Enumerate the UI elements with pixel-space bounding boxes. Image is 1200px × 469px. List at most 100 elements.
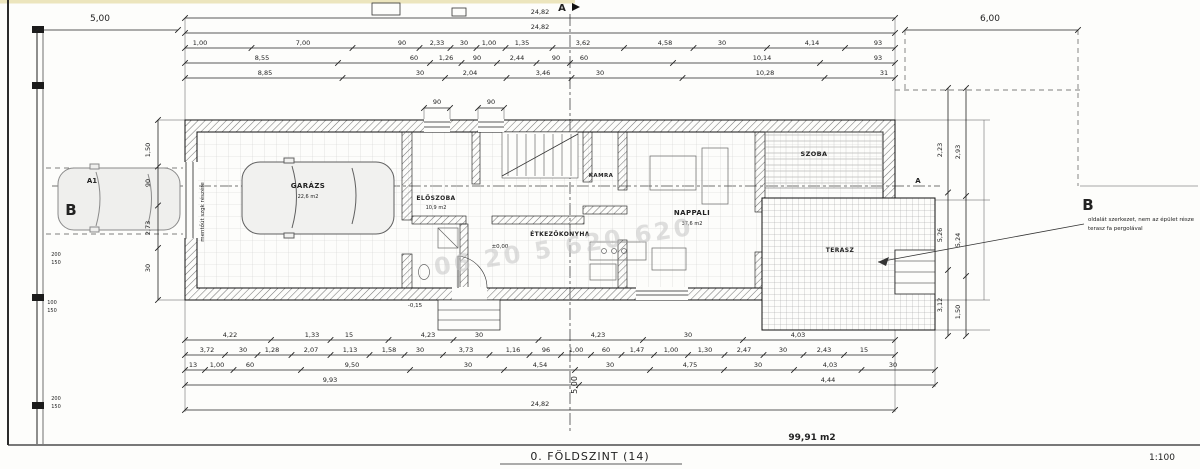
dim-label: 3,12	[936, 298, 944, 312]
dim-tick	[181, 351, 189, 359]
dim-label: 90	[433, 98, 441, 106]
partition-wall	[411, 215, 467, 225]
car-mirror	[283, 157, 295, 164]
dim-label: 30	[596, 69, 604, 77]
dim-tick	[1074, 26, 1082, 34]
car-body	[241, 161, 395, 235]
dim-tick	[502, 44, 509, 52]
dim-label: 30	[460, 39, 468, 47]
dim-tick	[962, 272, 970, 280]
dim-tick	[450, 336, 457, 344]
dim-tick	[154, 163, 162, 170]
room-area-eloszoba: 10,9 m2	[426, 205, 447, 211]
dim-label: 4,23	[591, 331, 605, 339]
dim-label: 8,55	[255, 54, 269, 62]
dim-label: 30	[754, 361, 762, 369]
dim-label: 3,46	[536, 69, 550, 77]
dim-label: 24,82	[531, 400, 550, 408]
car-windshield	[291, 165, 297, 229]
dim-tick	[500, 366, 508, 374]
dim-label: 90	[144, 179, 152, 187]
dim-label: 2,93	[954, 145, 962, 159]
dim-label: 30	[239, 346, 247, 354]
dim-label: 4,22	[223, 331, 237, 339]
dim-label: 1,13	[343, 346, 357, 354]
room-area-nappali: 37,6 m2	[682, 221, 703, 227]
dim-tick	[181, 336, 189, 344]
level-mark-entry: ±0,00	[492, 244, 509, 250]
dim-label: 30	[718, 39, 726, 47]
top-edge-tint	[0, 0, 575, 4]
kitchen-counter	[589, 241, 647, 261]
dim-label: 3,73	[459, 346, 473, 354]
stair-break-line	[501, 133, 579, 177]
dim-label: 30	[889, 361, 897, 369]
car-in-garage	[241, 157, 395, 239]
dim-label: 1,00	[210, 361, 224, 369]
dim-label: 2,73	[144, 221, 152, 235]
dim-label: 4,03	[823, 361, 837, 369]
staircase	[501, 131, 579, 179]
dim-tick	[891, 351, 899, 359]
dim-tick	[327, 351, 334, 359]
room-label-eloszoba: ELŐSZOBA	[416, 195, 455, 202]
dim-tick	[962, 332, 970, 340]
dimensions: 5,00 6,00 24,82 24,82 1,00 7,00 90 2,33 …	[33, 8, 1082, 414]
dim-label: 1,30	[698, 346, 712, 354]
dim-label: 2,43	[817, 346, 831, 354]
dim-chain-bottom-4: 9,93 4,44	[181, 376, 939, 389]
hob-burner	[611, 248, 617, 254]
dim-label: 1,16	[506, 346, 520, 354]
dim-tick	[891, 406, 899, 414]
dim-label: 1,00	[569, 346, 583, 354]
dim-tick	[575, 381, 583, 389]
legend-boxes	[371, 2, 467, 17]
dim-tick	[297, 366, 305, 374]
dim-tick	[549, 44, 556, 52]
dim-label: 1,00	[193, 39, 207, 47]
dim-tick	[684, 351, 692, 359]
toilet	[418, 264, 430, 280]
window-opening	[424, 119, 450, 132]
dim-label: 13	[189, 361, 197, 369]
car-mirror	[89, 226, 100, 233]
dim-label: 2,44	[510, 54, 524, 62]
dim-label: 4,03	[791, 331, 805, 339]
garage-side-note: mentőút szgk részére	[199, 182, 206, 242]
dim-tick	[181, 29, 189, 37]
interior-partitions	[401, 131, 766, 289]
partition-wall	[491, 215, 585, 225]
dim-label: 60	[410, 54, 418, 62]
dim-tick	[571, 366, 579, 374]
dim-tick	[944, 332, 952, 340]
title-block: 99,91 m2 0. FÖLDSZINT (14) 1:100	[500, 433, 1175, 465]
shower-diagonal	[437, 227, 459, 249]
dim-tick	[181, 74, 189, 82]
dining-table	[651, 247, 687, 271]
dim-label: 4,75	[683, 361, 697, 369]
garage-door-opening	[183, 162, 198, 238]
dim-chain-left: 1,50 90 2,73 30	[144, 116, 162, 304]
dim-tick	[401, 351, 408, 359]
dim-tick	[493, 59, 501, 67]
dim-tick	[366, 351, 373, 359]
dim-tick	[154, 202, 162, 209]
dim-label: 90	[473, 54, 481, 62]
cabinet	[701, 147, 729, 205]
dim-label: 30	[416, 69, 424, 77]
dim-tick	[816, 59, 824, 67]
dim-chain-top-1: 1,00 7,00 90 2,33 30 1,00 1,35 3,62 4,58…	[181, 39, 899, 52]
dim-label: 93	[874, 54, 882, 62]
fence-post	[32, 82, 44, 89]
dim-label: 96	[542, 346, 550, 354]
section-marker-a-right: A	[915, 177, 921, 185]
annotation-arrowhead	[878, 257, 889, 266]
dim-tick	[739, 336, 747, 344]
dim-label: 90	[552, 54, 560, 62]
section-marker-top: A	[558, 3, 566, 14]
dim-label: 5,00	[90, 14, 110, 24]
dim-tick	[267, 336, 275, 344]
shower	[437, 227, 459, 249]
dim-tick	[760, 351, 767, 359]
